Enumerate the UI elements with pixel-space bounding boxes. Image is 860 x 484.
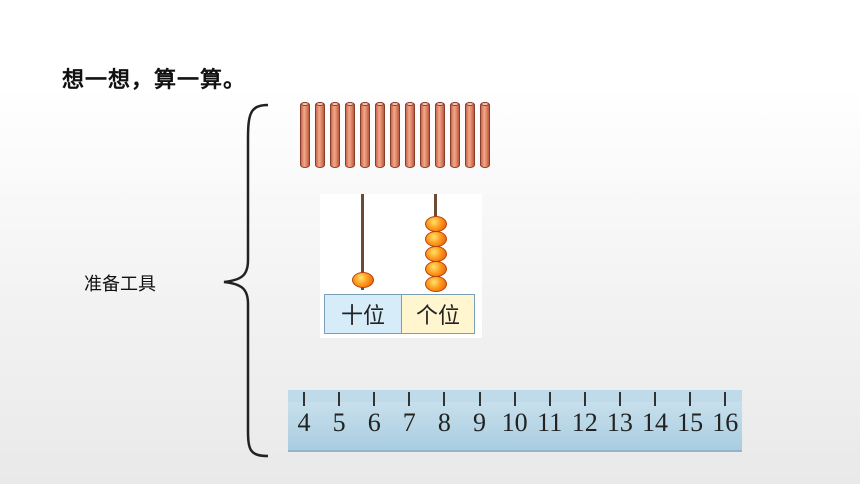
ruler-tick [513,392,516,406]
ruler-tick [338,392,341,406]
ruler-number: 14 [642,408,668,437]
counting-stick-icon [390,102,400,168]
ruler-number: 7 [402,408,416,437]
ruler-number: 8 [437,408,451,437]
ruler-tick [724,392,727,406]
counting-stick-icon [480,102,490,168]
abacus-bead-icon [425,246,447,262]
ruler-number: 6 [367,408,381,437]
ruler-number: 5 [332,408,346,437]
counting-stick-icon [300,102,310,168]
ruler-number: 9 [473,408,486,437]
ruler-tick [548,392,551,406]
abacus-bead-icon [425,261,447,277]
tens-label: 十位 [340,304,385,329]
counting-stick-icon [345,102,355,168]
abacus-bead-icon [425,231,447,247]
ruler-tick [373,392,376,406]
ruler-number: 4 [297,408,311,437]
counting-stick-icon [330,102,340,168]
tens-rod [361,194,364,290]
counting-stick-icon [465,102,475,168]
abacus-bead-icon [425,276,447,292]
tens-place-box: 十位 [324,294,402,334]
ones-label: 个位 [415,304,460,329]
ruler-tick [303,392,305,406]
ruler-tick [654,392,656,406]
ruler-tick [689,392,692,406]
ones-place-box: 个位 [401,294,475,334]
ruler-number: 11 [537,408,563,437]
ruler-tick [443,392,446,406]
counting-stick-icon [375,102,385,168]
brace-icon [223,103,269,458]
ruler-number: 12 [571,408,598,437]
ruler-tick [618,392,621,406]
abacus-bead-icon [352,272,374,288]
tools-label: 准备工具 [84,274,156,295]
counting-stick-icon [315,102,325,168]
ruler-number: 13 [606,408,633,437]
counting-stick-icon [360,102,370,168]
abacus: 十位 个位 [320,194,482,338]
page-title: 想一想，算一算。 [62,68,247,93]
ruler-number: 15 [677,408,704,437]
counting-stick-icon [450,102,460,168]
ruler-tick [408,392,411,406]
counting-sticks [300,102,496,170]
abacus-bead-icon [425,216,447,232]
ruler-number: 10 [501,408,528,437]
counting-stick-icon [405,102,415,168]
ruler-number: 16 [712,408,739,437]
ruler-tick [583,392,586,406]
counting-stick-icon [435,102,445,168]
ruler-tick [478,392,481,406]
counting-stick-icon [420,102,430,168]
